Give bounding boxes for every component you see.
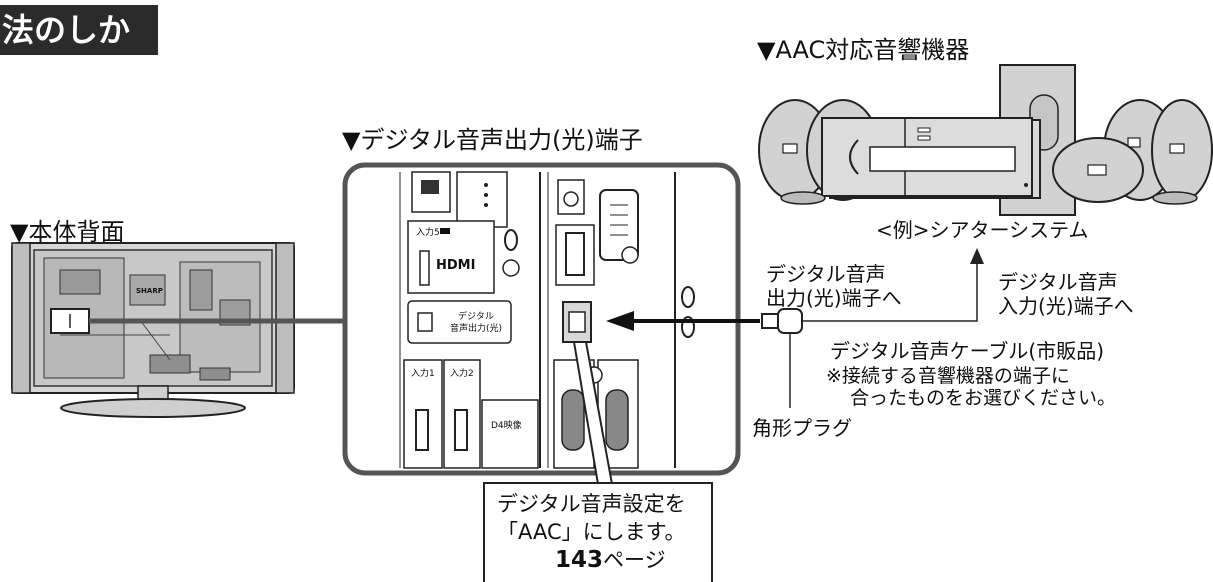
cable-label: デジタル音声ケーブル(市販品) <box>830 339 1105 363</box>
callout-ref-number: 143 <box>555 547 604 573</box>
terminal-zoom-panel <box>342 162 741 476</box>
digital-label-1: デジタル <box>458 312 494 322</box>
input5-indicator <box>440 228 450 234</box>
tv-rear-illustration <box>11 242 295 418</box>
square-plug-icon <box>761 308 803 334</box>
cable-note-line2: 合ったものをお選びください。 <box>850 387 1117 409</box>
to-output-label: デジタル音声 出力(光)端子へ <box>766 262 902 310</box>
aac-device-label: ▼AAC対応音響機器 <box>757 36 970 64</box>
to-input-label: デジタル音声 入力(光)端子へ <box>998 270 1134 318</box>
cable-line <box>802 262 978 322</box>
callout-ref-suffix: ページ <box>603 548 666 572</box>
input1-label: 入力1 <box>411 369 435 379</box>
theater-example-label: <例>シアターシステム <box>876 218 1089 242</box>
cable-note-line1: ※接続する音響機器の端子に <box>826 365 1070 387</box>
digital-label-2: 音声出力(光) <box>450 324 503 334</box>
callout-line1: デジタル音声設定を <box>497 492 686 516</box>
section-title: 法のしかた <box>0 5 158 99</box>
callout-line2: 「AAC」にします。 <box>497 520 686 544</box>
hdmi-logo: HDMI <box>436 258 476 273</box>
input5-label: 入力5 <box>416 228 440 238</box>
optical-terminal-label: ▼デジタル音声出力(光)端子 <box>342 126 643 154</box>
callout-reference: 143ページ <box>497 546 711 574</box>
cable-arrow-head <box>606 311 634 331</box>
d4-label: D4映像 <box>491 421 522 431</box>
input-arrow-head <box>970 248 984 264</box>
rear-panel-label: ▼本体背面 <box>10 218 125 246</box>
input2-label: 入力2 <box>450 369 474 379</box>
callout-box: デジタル音声設定を 「AAC」にします。 143ページ <box>483 482 713 582</box>
brand-logo: SHARP <box>136 287 163 295</box>
square-plug-label: 角形プラグ <box>752 416 852 440</box>
theater-system-illustration <box>758 64 1213 216</box>
